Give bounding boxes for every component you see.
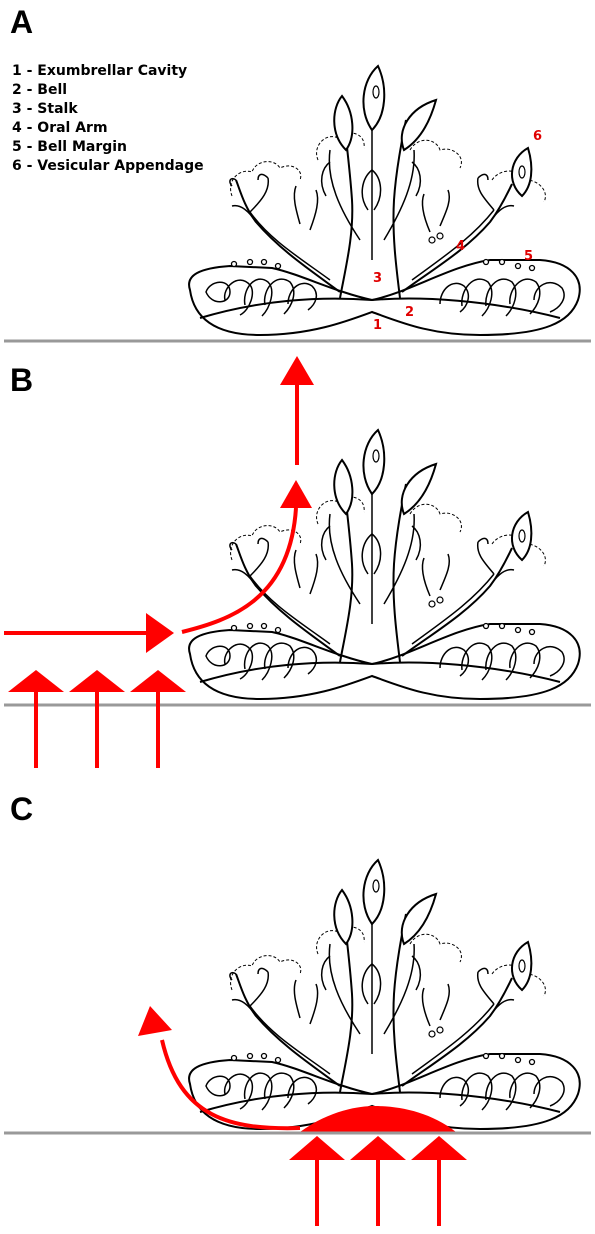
panel-a-jellyfish (189, 66, 580, 335)
label-vesicular-appendage: 6 (533, 129, 542, 144)
label-oral-arm: 4 (456, 239, 465, 254)
outflow-arrowhead (138, 1006, 172, 1036)
upward-arrowhead-1 (8, 670, 64, 692)
upward-arrowhead-c3 (411, 1136, 467, 1160)
label-bell: 2 (405, 305, 414, 320)
label-exumbrellar-cavity: 1 (373, 318, 382, 333)
label-bell-margin: 5 (524, 249, 533, 264)
curved-flow-arrowhead (280, 480, 312, 508)
label-stalk: 3 (373, 271, 382, 286)
panel-b-jellyfish (189, 430, 580, 699)
horizontal-flow-arrowhead (146, 613, 174, 653)
panel-c-jellyfish (189, 860, 580, 1129)
upward-arrowhead-2 (69, 670, 125, 692)
upward-arrowhead-c1 (289, 1136, 345, 1160)
upward-arrowhead-3 (130, 670, 186, 692)
upward-arrowhead-c2 (350, 1136, 406, 1160)
upward-flow-arrowhead-top (280, 356, 314, 385)
